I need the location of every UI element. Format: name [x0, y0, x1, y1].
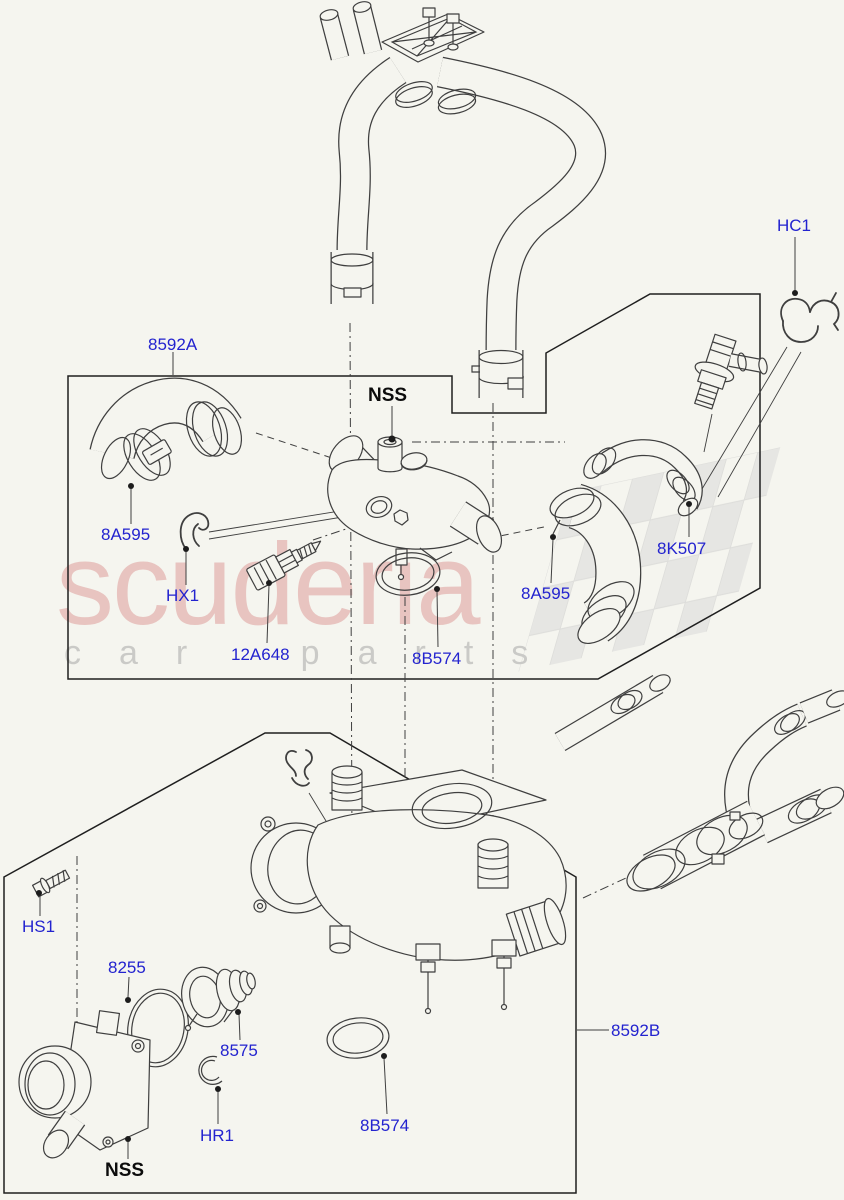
- callout-8592b[interactable]: 8592B: [611, 1021, 661, 1040]
- group-box-8592a: [67, 293, 761, 680]
- callout-12a648[interactable]: 12A648: [231, 645, 290, 664]
- temperature-sensor-drawing: [246, 540, 322, 591]
- gasket-8255-drawing: [127, 988, 189, 1068]
- lower-housing-nss-drawing: [18, 1010, 151, 1159]
- upper-hose-assembly-drawing: [319, 1, 606, 398]
- thermostat-housing-top-drawing: [327, 435, 503, 581]
- callout-8a595-left[interactable]: 8A595: [101, 525, 151, 544]
- callout-8575[interactable]: 8575: [220, 1041, 258, 1060]
- hose-clip-hc1-drawing: [701, 292, 840, 498]
- callout-hc1[interactable]: HC1: [777, 216, 812, 235]
- callout-8k507[interactable]: 8K507: [657, 539, 707, 558]
- callout-hx1[interactable]: HX1: [166, 586, 200, 605]
- checkered-flag-watermark: [518, 447, 781, 672]
- callout-nss-top: NSS: [368, 385, 408, 406]
- callout-hs1[interactable]: HS1: [22, 917, 56, 936]
- o-ring-bottom-drawing: [326, 1017, 390, 1059]
- elbow-hose-left-drawing: [89, 377, 243, 481]
- callout-hr1[interactable]: HR1: [200, 1126, 235, 1145]
- outlet-pipe-8k507-drawing: [583, 333, 768, 517]
- callout-8a595-right[interactable]: 8A595: [521, 584, 571, 603]
- callout-8255[interactable]: 8255: [108, 958, 146, 977]
- water-outlet-housing-drawing: [250, 765, 567, 1015]
- callout-8b574-bottom[interactable]: 8B574: [360, 1116, 410, 1135]
- callout-nss-bottom: NSS: [105, 1160, 145, 1181]
- seal-ring-hr1-drawing: [198, 1055, 223, 1085]
- callout-8592a[interactable]: 8592A: [148, 335, 198, 354]
- engine-side-hoses-drawing: [554, 674, 844, 892]
- watermark-subtext: car parts: [64, 634, 567, 672]
- callout-leader-lines: [36, 237, 798, 1159]
- elbow-hose-right-drawing: [549, 483, 642, 645]
- group-box-8592b: [3, 732, 577, 1194]
- callout-8b574-top[interactable]: 8B574: [412, 649, 462, 668]
- thermostat-8575-drawing: [181, 966, 256, 1032]
- o-ring-top-drawing: [375, 552, 441, 596]
